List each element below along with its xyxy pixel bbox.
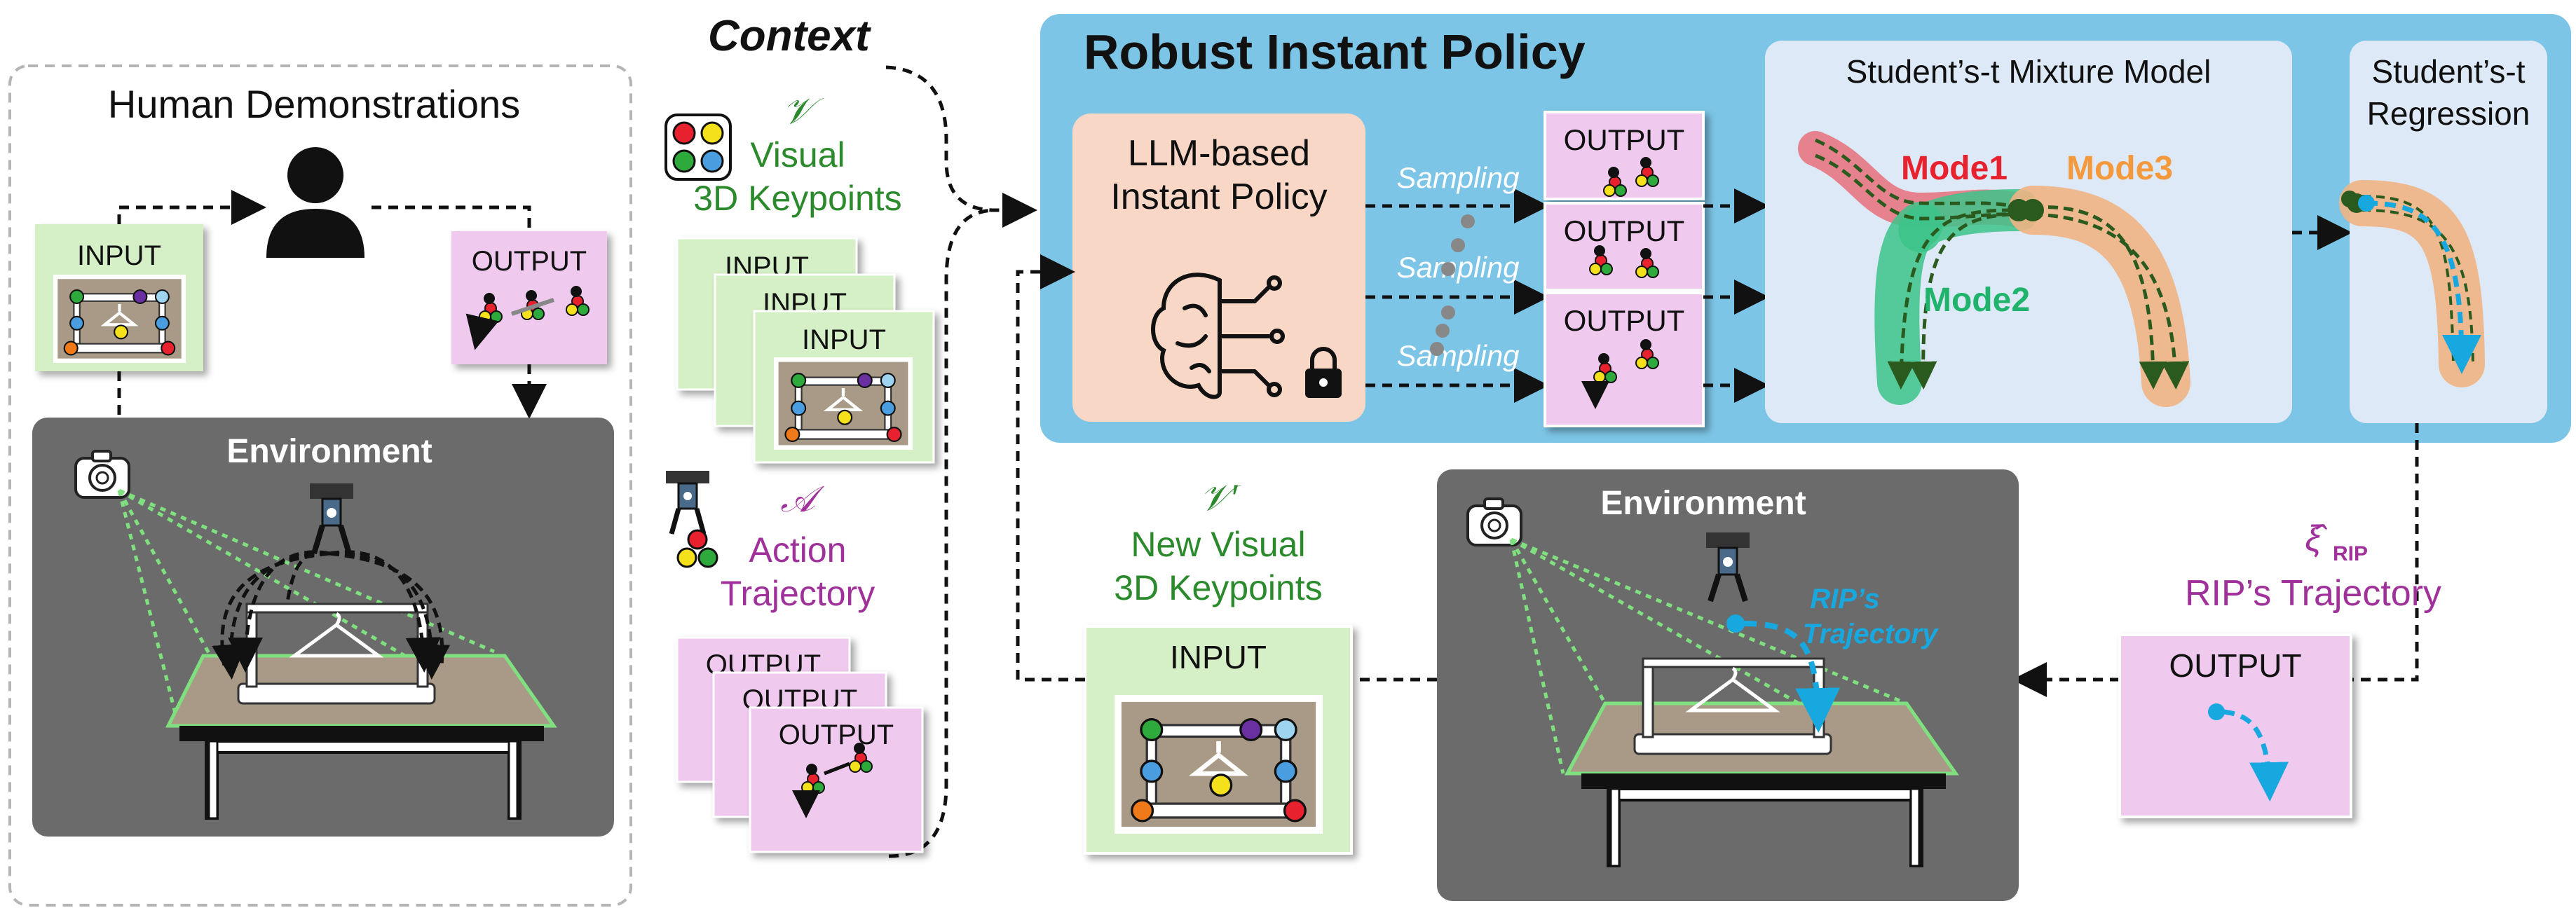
sampling-label-3: Sampling xyxy=(1396,339,1519,372)
action-label-line2: Trajectory xyxy=(721,574,875,613)
sampling-label-1: Sampling xyxy=(1396,161,1519,194)
mode3-label: Mode3 xyxy=(2066,150,2173,187)
action-gripper-icon xyxy=(666,471,718,568)
rip-output-card-1: OUTPUT xyxy=(1543,111,1705,200)
rip-final-trajectory xyxy=(2208,703,2289,802)
rip-title: Robust Instant Policy xyxy=(1084,25,1586,79)
mixture-sample-trajectories xyxy=(1815,138,2190,390)
rip-output-card-3: OUTPUT xyxy=(1543,291,1705,427)
visual-keypoints-icon xyxy=(665,113,732,181)
bottom-flow: ξ̂ RIP RIP’s Trajectory OUTPUT Environme… xyxy=(1016,254,2441,901)
demo-output-trajectory xyxy=(465,285,590,350)
sampling-ellipsis xyxy=(1430,214,1475,356)
regression-label-line1: Student’s-t xyxy=(2371,53,2525,90)
action-symbol: 𝒜 xyxy=(780,479,825,520)
llm-policy-box xyxy=(1072,113,1365,422)
mixture-title: Student’s-t Mixture Model xyxy=(1846,53,2212,90)
brain-icon xyxy=(1151,273,1285,399)
rip-final-output-card xyxy=(2118,633,2352,818)
mode2-label: Mode2 xyxy=(1923,282,2030,319)
xi-symbol: ξ̂ xyxy=(2305,518,2327,559)
person-icon xyxy=(266,147,364,258)
context-output-label-3: OUTPUT xyxy=(779,720,894,750)
context-title: Context xyxy=(708,12,871,60)
sampling-label-2: Sampling xyxy=(1396,251,1519,284)
mode1-label: Mode1 xyxy=(1901,150,2008,187)
rip-camera-icon xyxy=(1466,497,1522,546)
new-visual-line1: New Visual xyxy=(1131,525,1305,564)
context-input-stack: INPUT INPUT INPUT xyxy=(676,237,935,464)
regression-trajectory xyxy=(2339,180,2485,387)
demo-environment-label: Environment xyxy=(226,433,432,470)
visual-symbol: 𝒱 xyxy=(782,91,824,132)
rip-trajectory-label: RIP’s Trajectory xyxy=(2185,573,2441,614)
demo-input-keypoint-image xyxy=(53,275,186,363)
rip-output-label-2: OUTPUT xyxy=(1564,214,1685,247)
rip-env-trajectory-line1: RIP’s xyxy=(1810,584,1879,614)
llm-label-line1: LLM-based xyxy=(1128,133,1310,174)
new-input-label: INPUT xyxy=(1170,639,1267,675)
new-input-keypoint-image xyxy=(1115,695,1323,834)
human-demonstrations-panel: Human Demonstrations INPUT OUTPUT xyxy=(8,64,632,907)
rip-output-label-3: OUTPUT xyxy=(1564,304,1685,337)
context-output-stack: OUTPUT OUTPUT OUTPUT xyxy=(676,636,924,853)
llm-label-line2: Instant Policy xyxy=(1110,177,1327,217)
xi-subscript: RIP xyxy=(2333,542,2368,565)
lock-icon xyxy=(1305,347,1342,398)
context-input-label-3: INPUT xyxy=(802,324,886,355)
robust-instant-policy-panel: Robust Instant Policy LLM-based Instant … xyxy=(1040,14,2571,443)
demo-table xyxy=(165,654,557,820)
new-visual-line2: 3D Keypoints xyxy=(1114,568,1322,607)
rip-env-trajectory xyxy=(1726,614,1841,733)
action-label-line1: Action xyxy=(749,530,847,570)
rip-output-card-2: OUTPUT xyxy=(1543,202,1705,291)
demo-output-label: OUTPUT xyxy=(472,246,587,277)
demo-trajectories xyxy=(212,550,451,680)
visual-label-line1: Visual xyxy=(750,135,845,174)
context-column: Context 𝒱 Visual 3D Keypoints INPUT INPU… xyxy=(665,12,1037,858)
visual-label-line2: 3D Keypoints xyxy=(693,179,901,218)
demo-input-label: INPUT xyxy=(77,240,161,271)
rip-environment-label: Environment xyxy=(1600,485,1806,522)
rip-final-output-label: OUTPUT xyxy=(2169,647,2301,684)
rip-env-trajectory-line2: Trajectory xyxy=(1803,619,1939,649)
human-demos-title: Human Demonstrations xyxy=(108,82,520,126)
new-visual-symbol: 𝒱′ xyxy=(1199,478,1241,518)
rip-robot-gripper xyxy=(1706,532,1750,603)
rip-output-label-1: OUTPUT xyxy=(1564,123,1685,156)
regression-label-line2: Regression xyxy=(2367,95,2530,132)
demo-robot-gripper xyxy=(310,483,353,555)
